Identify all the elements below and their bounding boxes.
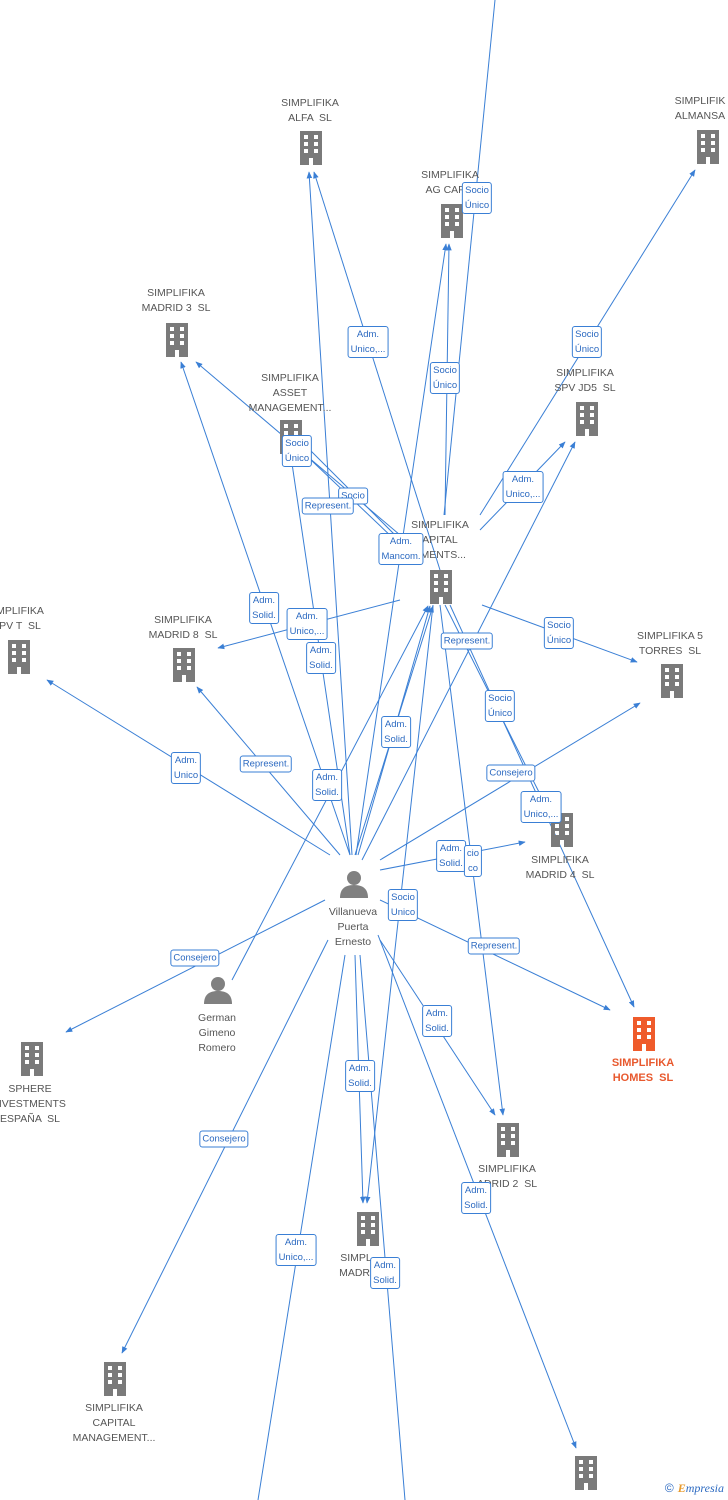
building-icon[interactable] [430, 570, 452, 604]
edge-label[interactable]: Adm. Mancom. [378, 533, 424, 565]
node-label-spvt[interactable]: MPLIFIKA PV T SL [0, 605, 44, 632]
node-label-sphere[interactable]: SPHERE NVESTMENTS ESPAÑA SL [0, 1083, 66, 1125]
brand-name: mpresia [685, 1481, 724, 1495]
building-icon[interactable] [21, 1042, 43, 1076]
edge-line [379, 899, 611, 1011]
node-label-madrid4[interactable]: SIMPLIFIKA MADRID 4 SL [525, 854, 595, 881]
edge-label[interactable]: Adm. Unico,... [286, 608, 328, 640]
building-icon[interactable] [697, 130, 719, 164]
node-label-madrid8[interactable]: SIMPLIFIKA MADRID 8 SL [148, 614, 218, 641]
edge-label[interactable]: Represent. [440, 632, 494, 650]
copyright-symbol: © [664, 1481, 674, 1495]
edge-label[interactable]: Adm. Unico,... [347, 326, 389, 358]
node-label-madrid3[interactable]: SIMPLIFIKA MADRID 3 SL [141, 287, 211, 314]
building-icon[interactable] [300, 131, 322, 165]
node-label-capman[interactable]: SIMPLIFIKA CAPITAL MANAGEMENT... [72, 1402, 156, 1444]
edge-label[interactable]: Socio Único [461, 182, 493, 214]
building-icon[interactable] [166, 323, 188, 357]
edge-label[interactable]: cio co [463, 845, 483, 877]
node-label-homes[interactable]: SIMPLIFIKA HOMES SL [611, 1057, 675, 1084]
building-icon[interactable] [357, 1212, 379, 1246]
edge-label[interactable]: Adm. Unico,... [275, 1234, 317, 1266]
edge-label[interactable]: Consejero [170, 949, 220, 967]
node-label-german[interactable]: German Gimeno Romero [198, 1012, 236, 1054]
edge-label[interactable]: Adm. Unico,... [502, 471, 544, 503]
edge-label[interactable]: Represent. [301, 497, 355, 515]
building-icon[interactable] [441, 204, 463, 238]
edge-label[interactable]: Adm. Solid. [306, 642, 336, 674]
edge-label[interactable]: Adm. Solid. [461, 1182, 491, 1214]
person-icon[interactable] [204, 977, 232, 1004]
node-label-capinv[interactable]: SIMPLIFIKA APITAL TMENTS... [411, 519, 469, 561]
edge-label[interactable]: Adm. Solid. [436, 840, 466, 872]
edge-label[interactable]: Consejero [199, 1130, 249, 1148]
edge-label[interactable]: Adm. Solid. [249, 592, 279, 624]
brand-initial: E [677, 1481, 686, 1495]
edge-label[interactable]: Adm. Unico [170, 752, 202, 784]
edge-label[interactable]: Socio Único [543, 617, 575, 649]
node-label-villanueva[interactable]: Villanueva Puerta Ernesto [328, 906, 378, 948]
edge-label[interactable]: Represent. [239, 755, 293, 773]
building-icon[interactable] [576, 402, 598, 436]
building-icon[interactable] [661, 664, 683, 698]
edge-line [313, 171, 441, 571]
edge-line [379, 702, 641, 861]
edge-label[interactable]: Socio Unico [387, 889, 419, 921]
brand-watermark: ©Empresia [665, 1481, 724, 1496]
edge-label[interactable]: Socio Único [484, 690, 516, 722]
building-icon[interactable] [497, 1123, 519, 1157]
node-label-alfa[interactable]: SIMPLIFIKA ALFA SL [281, 97, 339, 124]
building-icon[interactable] [104, 1362, 126, 1396]
edge-label[interactable]: Consejero [486, 764, 536, 782]
node-label-spvjd5[interactable]: SIMPLIFIKA SPV JD5 SL [554, 367, 616, 394]
edge-label[interactable]: Socio Único [429, 362, 461, 394]
edge-line [443, 0, 496, 516]
edge-line [257, 954, 346, 1500]
edge-label[interactable]: Adm. Solid. [312, 769, 342, 801]
node-label-almansa[interactable]: SIMPLIFIK ALMANSA [674, 95, 726, 122]
edge-label[interactable]: Adm. Solid. [345, 1060, 375, 1092]
node-label-torres[interactable]: SIMPLIFIKA 5 TORRES SL [637, 630, 703, 657]
building-icon[interactable] [173, 648, 195, 682]
building-icon[interactable] [575, 1456, 597, 1490]
node-label-asset[interactable]: SIMPLIFIKA ASSET MANAGEMENT... [248, 372, 332, 414]
edge-label[interactable]: Represent. [467, 937, 521, 955]
edge-label[interactable]: Socio Único [571, 326, 603, 358]
edge-line [359, 954, 406, 1500]
edge-label[interactable]: Socio Único [281, 435, 313, 467]
edge-label[interactable]: Adm. Unico,... [520, 791, 562, 823]
building-icon[interactable] [633, 1017, 655, 1051]
edge-label[interactable]: Adm. Solid. [422, 1005, 452, 1037]
person-icon[interactable] [340, 871, 368, 898]
building-icon[interactable] [8, 640, 30, 674]
edge-label[interactable]: Adm. Solid. [370, 1257, 400, 1289]
edge-label[interactable]: Adm. Solid. [381, 716, 411, 748]
node-label-madrid1[interactable]: SIMPL MADRI [339, 1252, 373, 1279]
